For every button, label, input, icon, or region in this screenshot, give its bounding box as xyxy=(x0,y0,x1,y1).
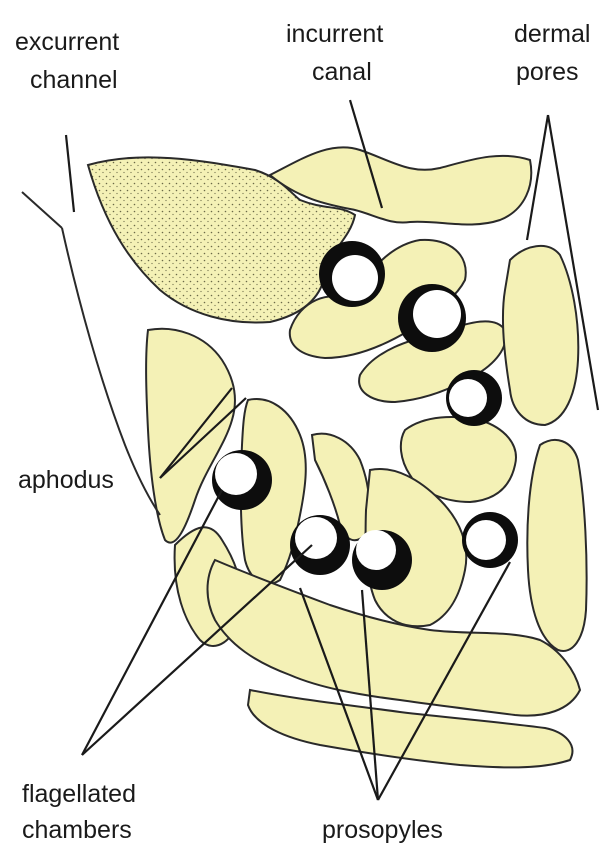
tissue-block-e xyxy=(527,440,586,651)
chamber-2 xyxy=(398,284,466,352)
label-flagellated-line2: chambers xyxy=(22,816,132,844)
label-flagellated-line1: flagellated xyxy=(22,780,136,808)
label-dermal-line2: pores xyxy=(516,58,579,86)
leader-excurrent xyxy=(66,135,74,212)
tissue-regions xyxy=(88,147,587,767)
label-aphodus: aphodus xyxy=(18,466,114,494)
label-dermal-line1: dermal xyxy=(514,20,590,48)
tissue-block-c xyxy=(503,246,578,425)
label-prosopyles: prosopyles xyxy=(322,816,443,844)
label-incurrent-line1: incurrent xyxy=(286,20,383,48)
label-excurrent-line1: excurrent xyxy=(15,28,119,56)
label-excurrent-line2: channel xyxy=(30,66,118,94)
chamber-6 xyxy=(352,530,412,590)
chamber-7 xyxy=(462,512,518,568)
tissue-left-lobe xyxy=(146,329,235,543)
chamber-1 xyxy=(319,241,385,307)
chamber-3 xyxy=(446,370,502,426)
label-incurrent-line2: canal xyxy=(312,58,372,86)
chamber-4 xyxy=(212,450,272,510)
chamber-5 xyxy=(290,515,350,575)
